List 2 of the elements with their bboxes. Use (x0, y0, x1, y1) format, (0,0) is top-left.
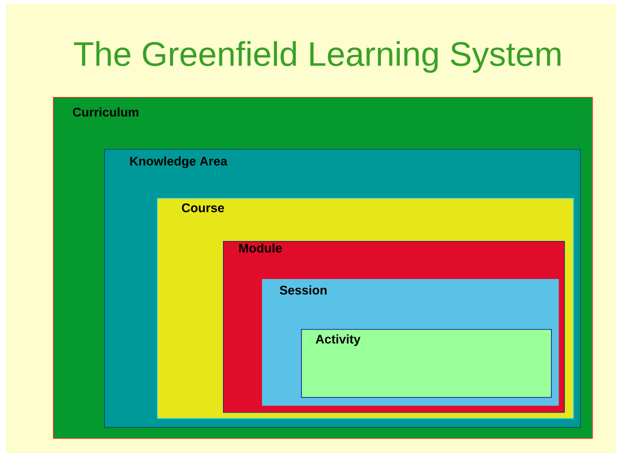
nested-box: Activity (301, 329, 552, 398)
title: The Greenfield Learning System (74, 41, 560, 73)
